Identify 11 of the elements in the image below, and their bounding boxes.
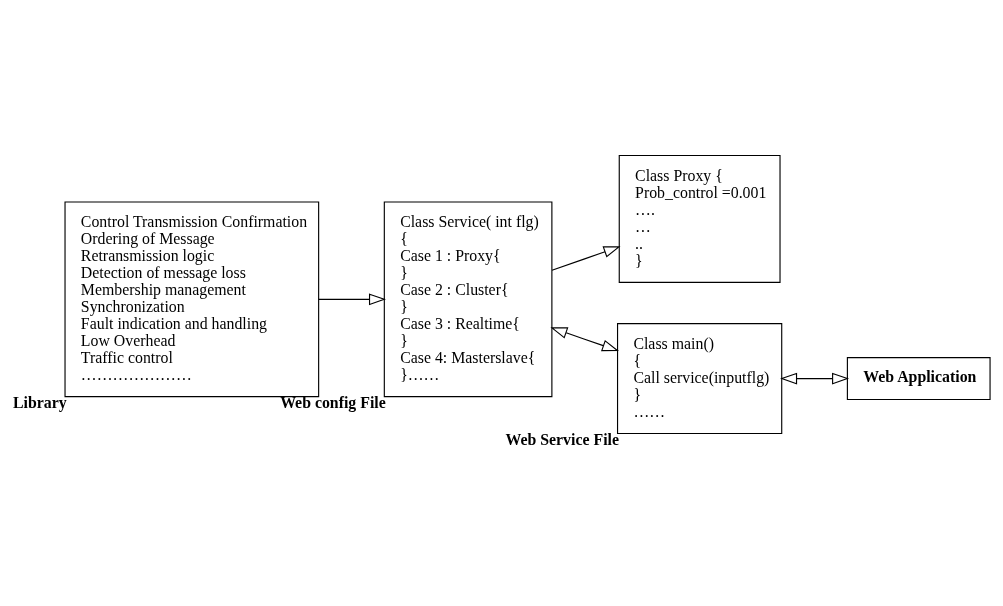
arrow [318, 293, 386, 306]
node-box: Web Application [846, 357, 991, 401]
arrow [551, 246, 621, 271]
node-box: Class main() { Call service(inputflg) } …… [617, 323, 783, 435]
arrow [550, 327, 619, 352]
node-label: Web Service File [505, 431, 619, 449]
node-box: Class Service( int flg) { Case 1 : Proxy{ } Case 2 : Cluster{ } Case 3 : Realtime{ } Case 4: Masterslave{ }…… [383, 201, 553, 398]
arrow [780, 372, 850, 385]
node-box: Control Transmission Confirmation Ordering of Message Retransmission logic Detection of message loss Membership management Synchronization Fault indication and handling Low Overhead Traffic control ………………… [64, 201, 320, 398]
node-box: Class Proxy { Prob_control =0.001 …. … .. } [618, 154, 781, 283]
node-label: Library [12, 394, 67, 412]
